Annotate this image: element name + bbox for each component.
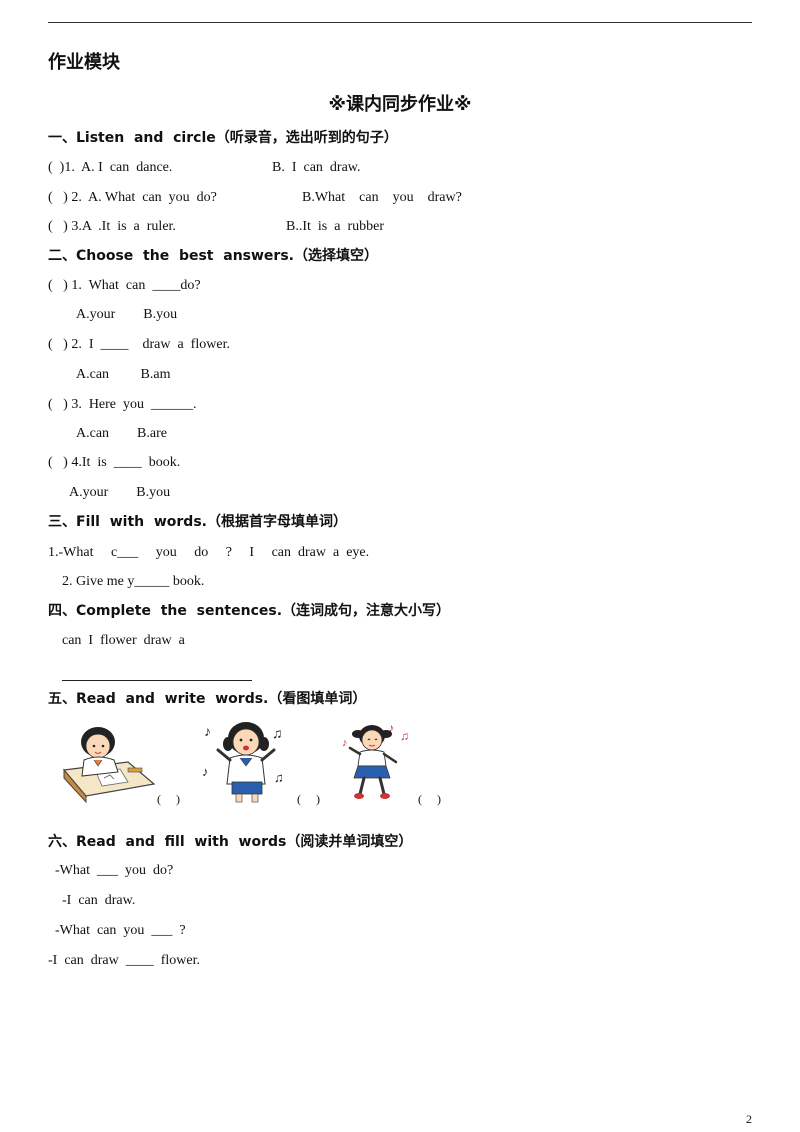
section-6-heading: 六、Read and fill with words（阅读并单词填空） [48, 834, 413, 850]
sec1-q2-option-b: B.What can you draw? [302, 190, 462, 205]
section-4-heading: 四、Complete the sentences.（连词成句，注意大小写） [48, 603, 451, 619]
sec2-q2-options: A.can B.am [76, 367, 171, 382]
sec1-q1-option-b: B. I can draw. [272, 160, 361, 175]
sec3-item-2: 2. Give me y_____ book. [62, 574, 205, 589]
svg-text:♫: ♫ [400, 729, 409, 743]
sec4-scrambled-words: can I flower draw a [62, 633, 185, 648]
svg-text:♪: ♪ [388, 721, 394, 735]
sec1-q3: ( ) 3.A .It is a ruler. [48, 219, 176, 234]
sec1-q2: ( ) 2. A. What can you do? [48, 190, 217, 205]
svg-text:♪: ♪ [202, 764, 209, 779]
sec1-q1: ( )1. A. I can dance. [48, 160, 173, 175]
sec2-q3: ( ) 3. Here you ______. [48, 397, 197, 412]
page-number: 2 [746, 1112, 752, 1126]
section-2-heading: 二、Choose the best answers.（选择填空） [48, 248, 378, 264]
sec6-line-2: -I can draw. [62, 893, 136, 908]
sec3-item-1: 1.-What c___ you do ? I can draw a eye. [48, 545, 370, 560]
sec4-answer-line [62, 680, 252, 681]
section-3-heading: 三、Fill with words.（根据首字母填单词） [48, 514, 347, 530]
sec6-line-4: -I can draw ____ flower. [48, 953, 201, 968]
sec1-q3-option-b: B..It is a rubber [286, 219, 384, 234]
sec2-q1: ( ) 1. What can ____do? [48, 278, 201, 293]
svg-text:♪: ♪ [342, 737, 348, 749]
sec5-blank-3: ( ) [418, 792, 441, 806]
sec2-q4-options: A.your B.you [69, 485, 171, 500]
picture-girl-drawing [62, 727, 156, 804]
sec2-q1-options: A.your B.you [76, 307, 178, 322]
picture-girl-dancing: ♪ ♫ ♪ [342, 721, 409, 799]
sec2-q4: ( ) 4.It is ____ book. [48, 455, 181, 470]
section-5-heading: 五、Read and write words.（看图填单词） [48, 691, 367, 707]
page-title: ※课内同步作业※ [328, 94, 472, 115]
svg-text:♫: ♫ [272, 727, 283, 742]
sec6-line-3: -What can you ___ ? [55, 923, 186, 938]
sec5-blank-2: ( ) [297, 792, 320, 806]
svg-text:♫: ♫ [274, 770, 284, 785]
sec5-blank-1: ( ) [157, 792, 180, 806]
svg-text:♪: ♪ [204, 725, 211, 740]
section-1-heading: 一、Listen and circle（听录音，选出听到的句子） [48, 130, 398, 146]
sec2-q2: ( ) 2. I ____ draw a flower. [48, 337, 230, 352]
sec2-q3-options: A.can B.are [76, 426, 167, 441]
top-rule [48, 22, 752, 23]
sec6-line-1: -What ___ you do? [55, 863, 174, 878]
module-title: 作业模块 [48, 52, 120, 73]
picture-girl-singing: ♪ ♫ ♪ ♫ [202, 722, 284, 803]
